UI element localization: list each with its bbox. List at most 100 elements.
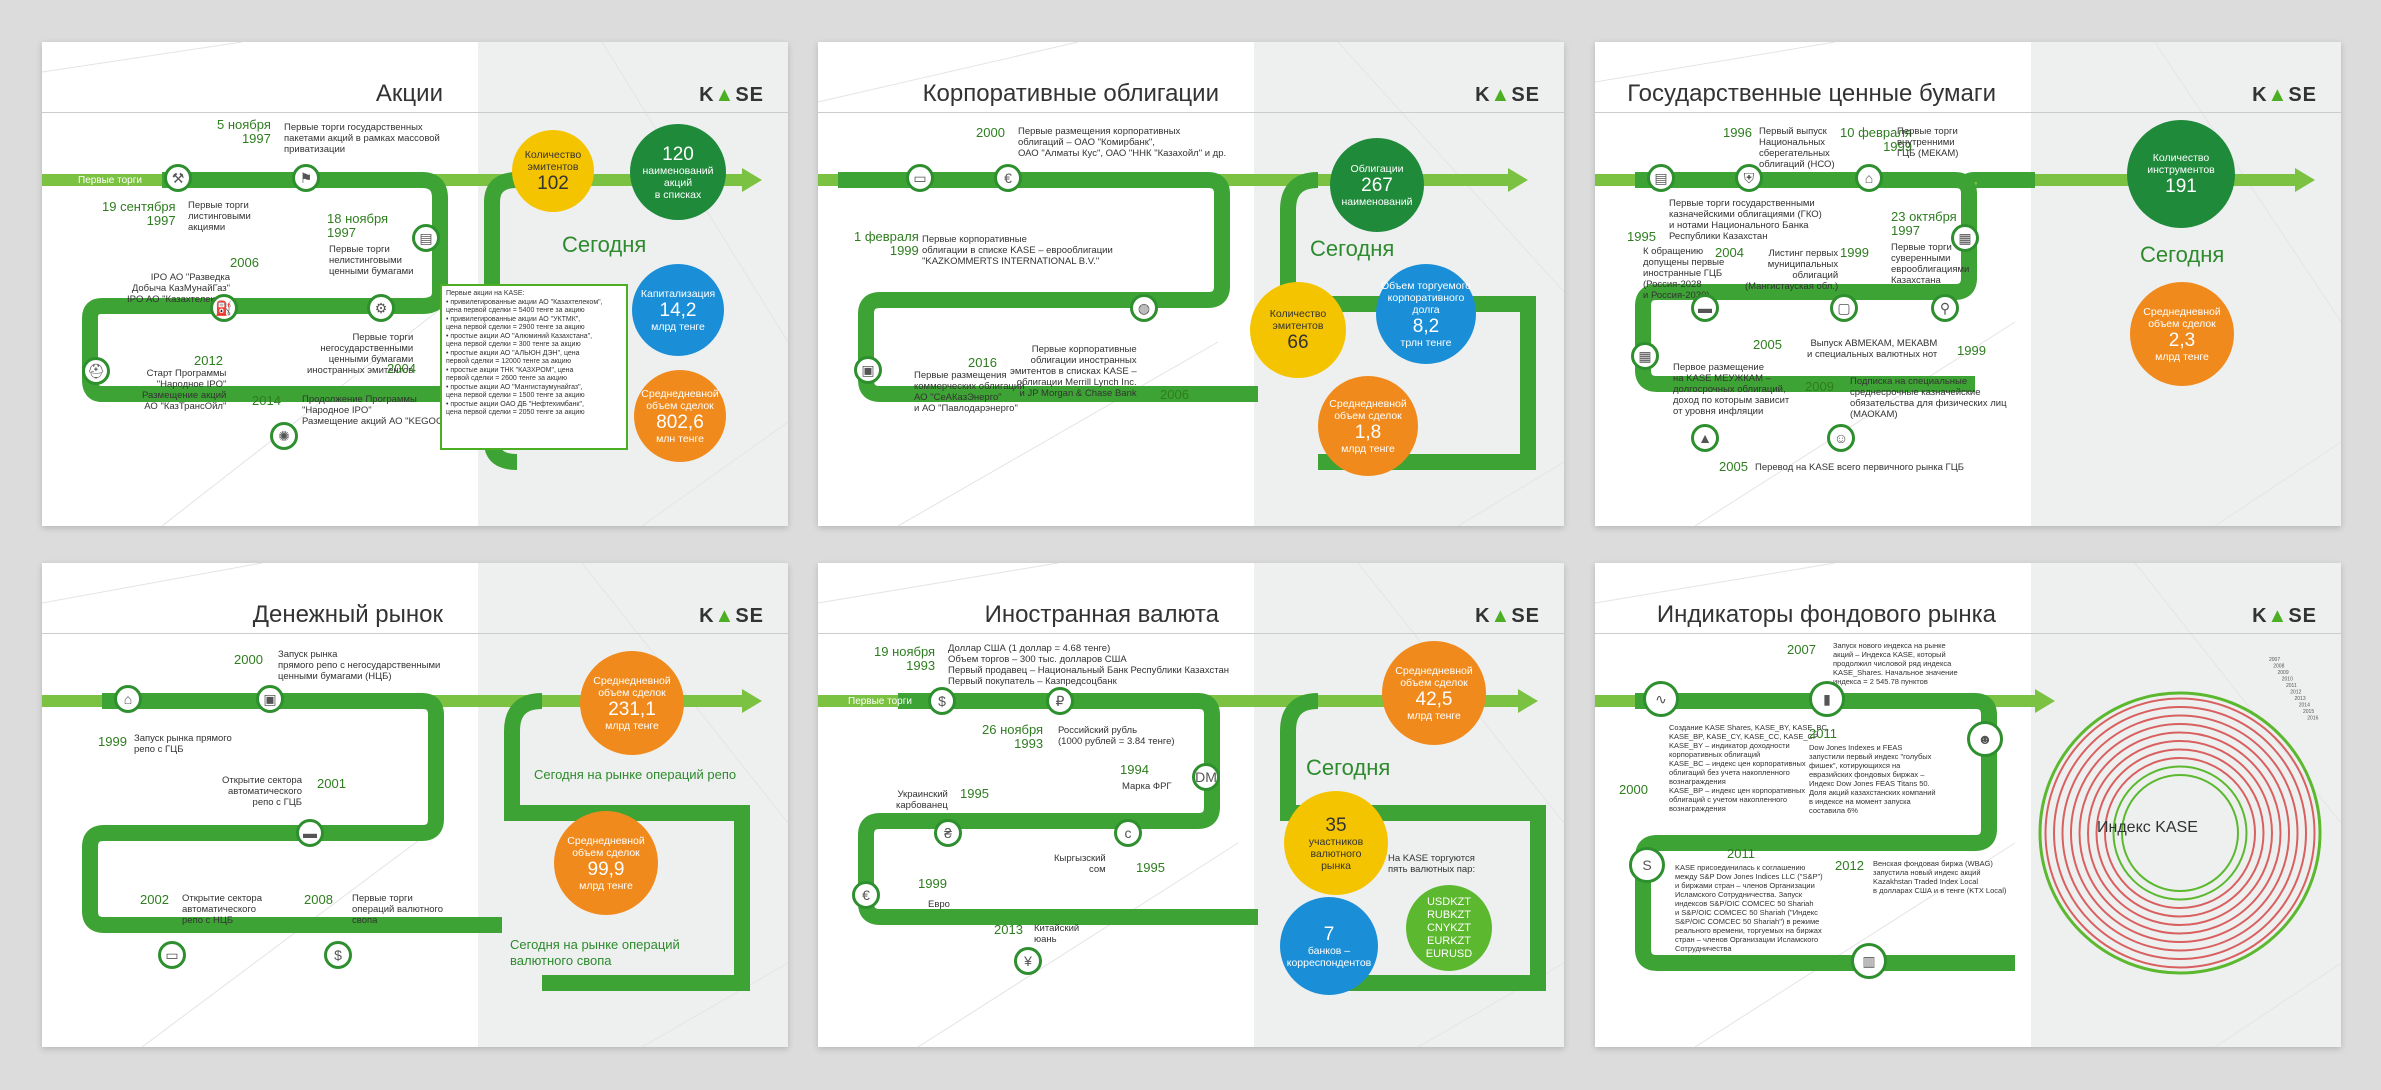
year-label: 18 ноября 1997 <box>327 211 389 240</box>
stat-unit: наименований <box>1341 195 1413 208</box>
people-icon: ☻ <box>1967 721 2003 757</box>
euro-icon: € <box>994 164 1022 192</box>
event-text: Российский рубль (1000 рублей = 3.84 тен… <box>1058 725 1175 747</box>
stat-label: банков – корреспондентов <box>1286 944 1372 969</box>
event-text: Первые торги государственными казначейск… <box>1669 198 1822 242</box>
stat-unit: млрд тенге <box>651 320 705 333</box>
stat-label: Облигации <box>1350 162 1404 175</box>
kase-logo: K▲SE <box>1475 84 1540 106</box>
stat-label: Среднедневной объем сделок <box>2143 305 2221 330</box>
stat-value: 191 <box>2165 175 2197 197</box>
event-text: Запуск рынка прямого репо с ГЦБ <box>134 733 232 755</box>
stat-unit: млрд тенге <box>1341 442 1395 455</box>
stat-value: 66 <box>1287 331 1309 353</box>
index-center-label: Индекс KASE <box>2097 819 2198 836</box>
year-label: 1999 <box>1957 343 1986 358</box>
year-label: 2013 <box>994 922 1023 937</box>
year-label: 2001 <box>317 776 346 791</box>
calendar-icon: ▦ <box>1631 342 1659 370</box>
year-label: 2008 <box>304 892 333 907</box>
dm-icon: DM <box>1192 763 1220 791</box>
year-label: 2000 <box>1619 782 1648 797</box>
index-ring-2007 <box>2121 774 2239 892</box>
kase-logo: K▲SE <box>2252 605 2317 627</box>
kase-logo: K▲SE <box>1475 605 1540 627</box>
timeline-track <box>42 563 788 1047</box>
year-label: 19 сентября 1997 <box>102 199 176 228</box>
trophy-icon: ⚑ <box>292 164 320 192</box>
panel-government-securities: Государственные ценные бумаги K▲SE 1996 … <box>1595 42 2341 526</box>
kase-logo: K▲SE <box>699 605 764 627</box>
event-text: Евро <box>928 899 950 910</box>
stat-value: 35 <box>1325 814 1347 836</box>
today-heading: Сегодня <box>562 232 647 257</box>
event-text: Создание KASE Shares, KASE_BY, KASE_BC, … <box>1669 723 1830 813</box>
yuan-icon: ¥ <box>1014 947 1042 975</box>
year-label: 1995 <box>1627 229 1656 244</box>
event-text: Листинг первых муниципальных облигаций (… <box>1745 248 1839 292</box>
year-label: 2000 <box>234 652 263 667</box>
bank-icon: ⌂ <box>1855 164 1883 192</box>
chart-icon: ▦ <box>1951 224 1979 252</box>
divider <box>1595 112 2341 113</box>
stat-value: 8,2 <box>1412 315 1440 337</box>
year-label: 1995 <box>1136 860 1165 875</box>
ruble-icon: ₽ <box>1046 687 1074 715</box>
year-label: 2002 <box>140 892 169 907</box>
russia-flag-icon: ▬ <box>1691 294 1719 322</box>
safe-icon: ▣ <box>854 356 882 384</box>
stat-label: Количество инструментов <box>2147 151 2215 176</box>
index-ring-year-label: 2014 <box>2299 703 2310 709</box>
index-ring-year-label: 2013 <box>2295 696 2306 702</box>
stat-unit: млрд тенге <box>605 719 659 732</box>
index-ring-year-label: 2012 <box>2290 690 2301 696</box>
panel-title: Государственные ценные бумаги <box>1627 80 1996 107</box>
index-ring-outer <box>2038 691 2322 975</box>
index-ring-year-label: 2008 <box>2273 664 2284 670</box>
stat-label: Количество эмитентов <box>1269 307 1327 332</box>
divider <box>818 112 1564 113</box>
lightbulb-icon: ✺ <box>270 422 298 450</box>
sp-logo-icon: S <box>1629 847 1665 883</box>
event-text: Первые торги листинговыми акциями <box>188 200 251 233</box>
triangle-icon: ▲ <box>1691 424 1719 452</box>
panel-shares: Акции K▲SE Первые торги 5 ноября 1997 Пе… <box>42 42 788 526</box>
stat-value: 231,1 <box>608 698 656 720</box>
year-label: 2009 <box>1805 379 1834 394</box>
helmet-icon: ⛑ <box>82 357 110 385</box>
event-text: Первое размещение на KASE МЕУЖКАМ – долг… <box>1673 362 1790 417</box>
briefcase-icon: ▬ <box>296 819 324 847</box>
timeline-track <box>818 563 1564 1047</box>
year-label: 26 ноября 1993 <box>982 722 1044 751</box>
year-label: 1994 <box>1120 762 1149 777</box>
event-text: Первые торги государственных пакетами ак… <box>284 122 440 155</box>
bank-icon: ⌂ <box>114 685 142 713</box>
today-heading: Сегодня <box>2140 242 2225 267</box>
swap-today-heading: Сегодня на рынке операций валютного своп… <box>510 937 680 968</box>
stat-value: 7 <box>1323 923 1335 945</box>
event-text: Доллар США (1 доллар = 4.68 тенге) Объем… <box>948 643 1229 687</box>
index-ring-2010 <box>2095 748 2265 918</box>
timeline-track <box>1595 563 2341 1047</box>
kase-logo: K▲SE <box>699 84 764 106</box>
year-label: 2011 <box>1809 726 1837 741</box>
currency-pairs-list: USDKZT RUBKZT CNYKZT EURKZT EURUSD <box>1406 885 1492 971</box>
hammer-icon: ⚒ <box>164 164 192 192</box>
year-label: 1999 <box>98 734 127 749</box>
index-ring-year-label: 2010 <box>2282 677 2293 683</box>
year-label: 1999 <box>1840 245 1869 260</box>
wallet-icon: ▭ <box>906 164 934 192</box>
panel-foreign-currency: Иностранная валюта K▲SE Первые торги 19 … <box>818 563 1564 1047</box>
event-text: Первые размещения коммерческих облигаций… <box>914 370 1025 414</box>
divider <box>818 633 1564 634</box>
year-label: 2004 <box>387 361 416 376</box>
first-shares-note: Первые акции на KASE: • привилегированны… <box>440 284 628 450</box>
oil-tower-icon: ⛽ <box>210 294 238 322</box>
event-text: IPO АО "Разведка Добыча КазМунайГаз" IPO… <box>127 272 231 305</box>
